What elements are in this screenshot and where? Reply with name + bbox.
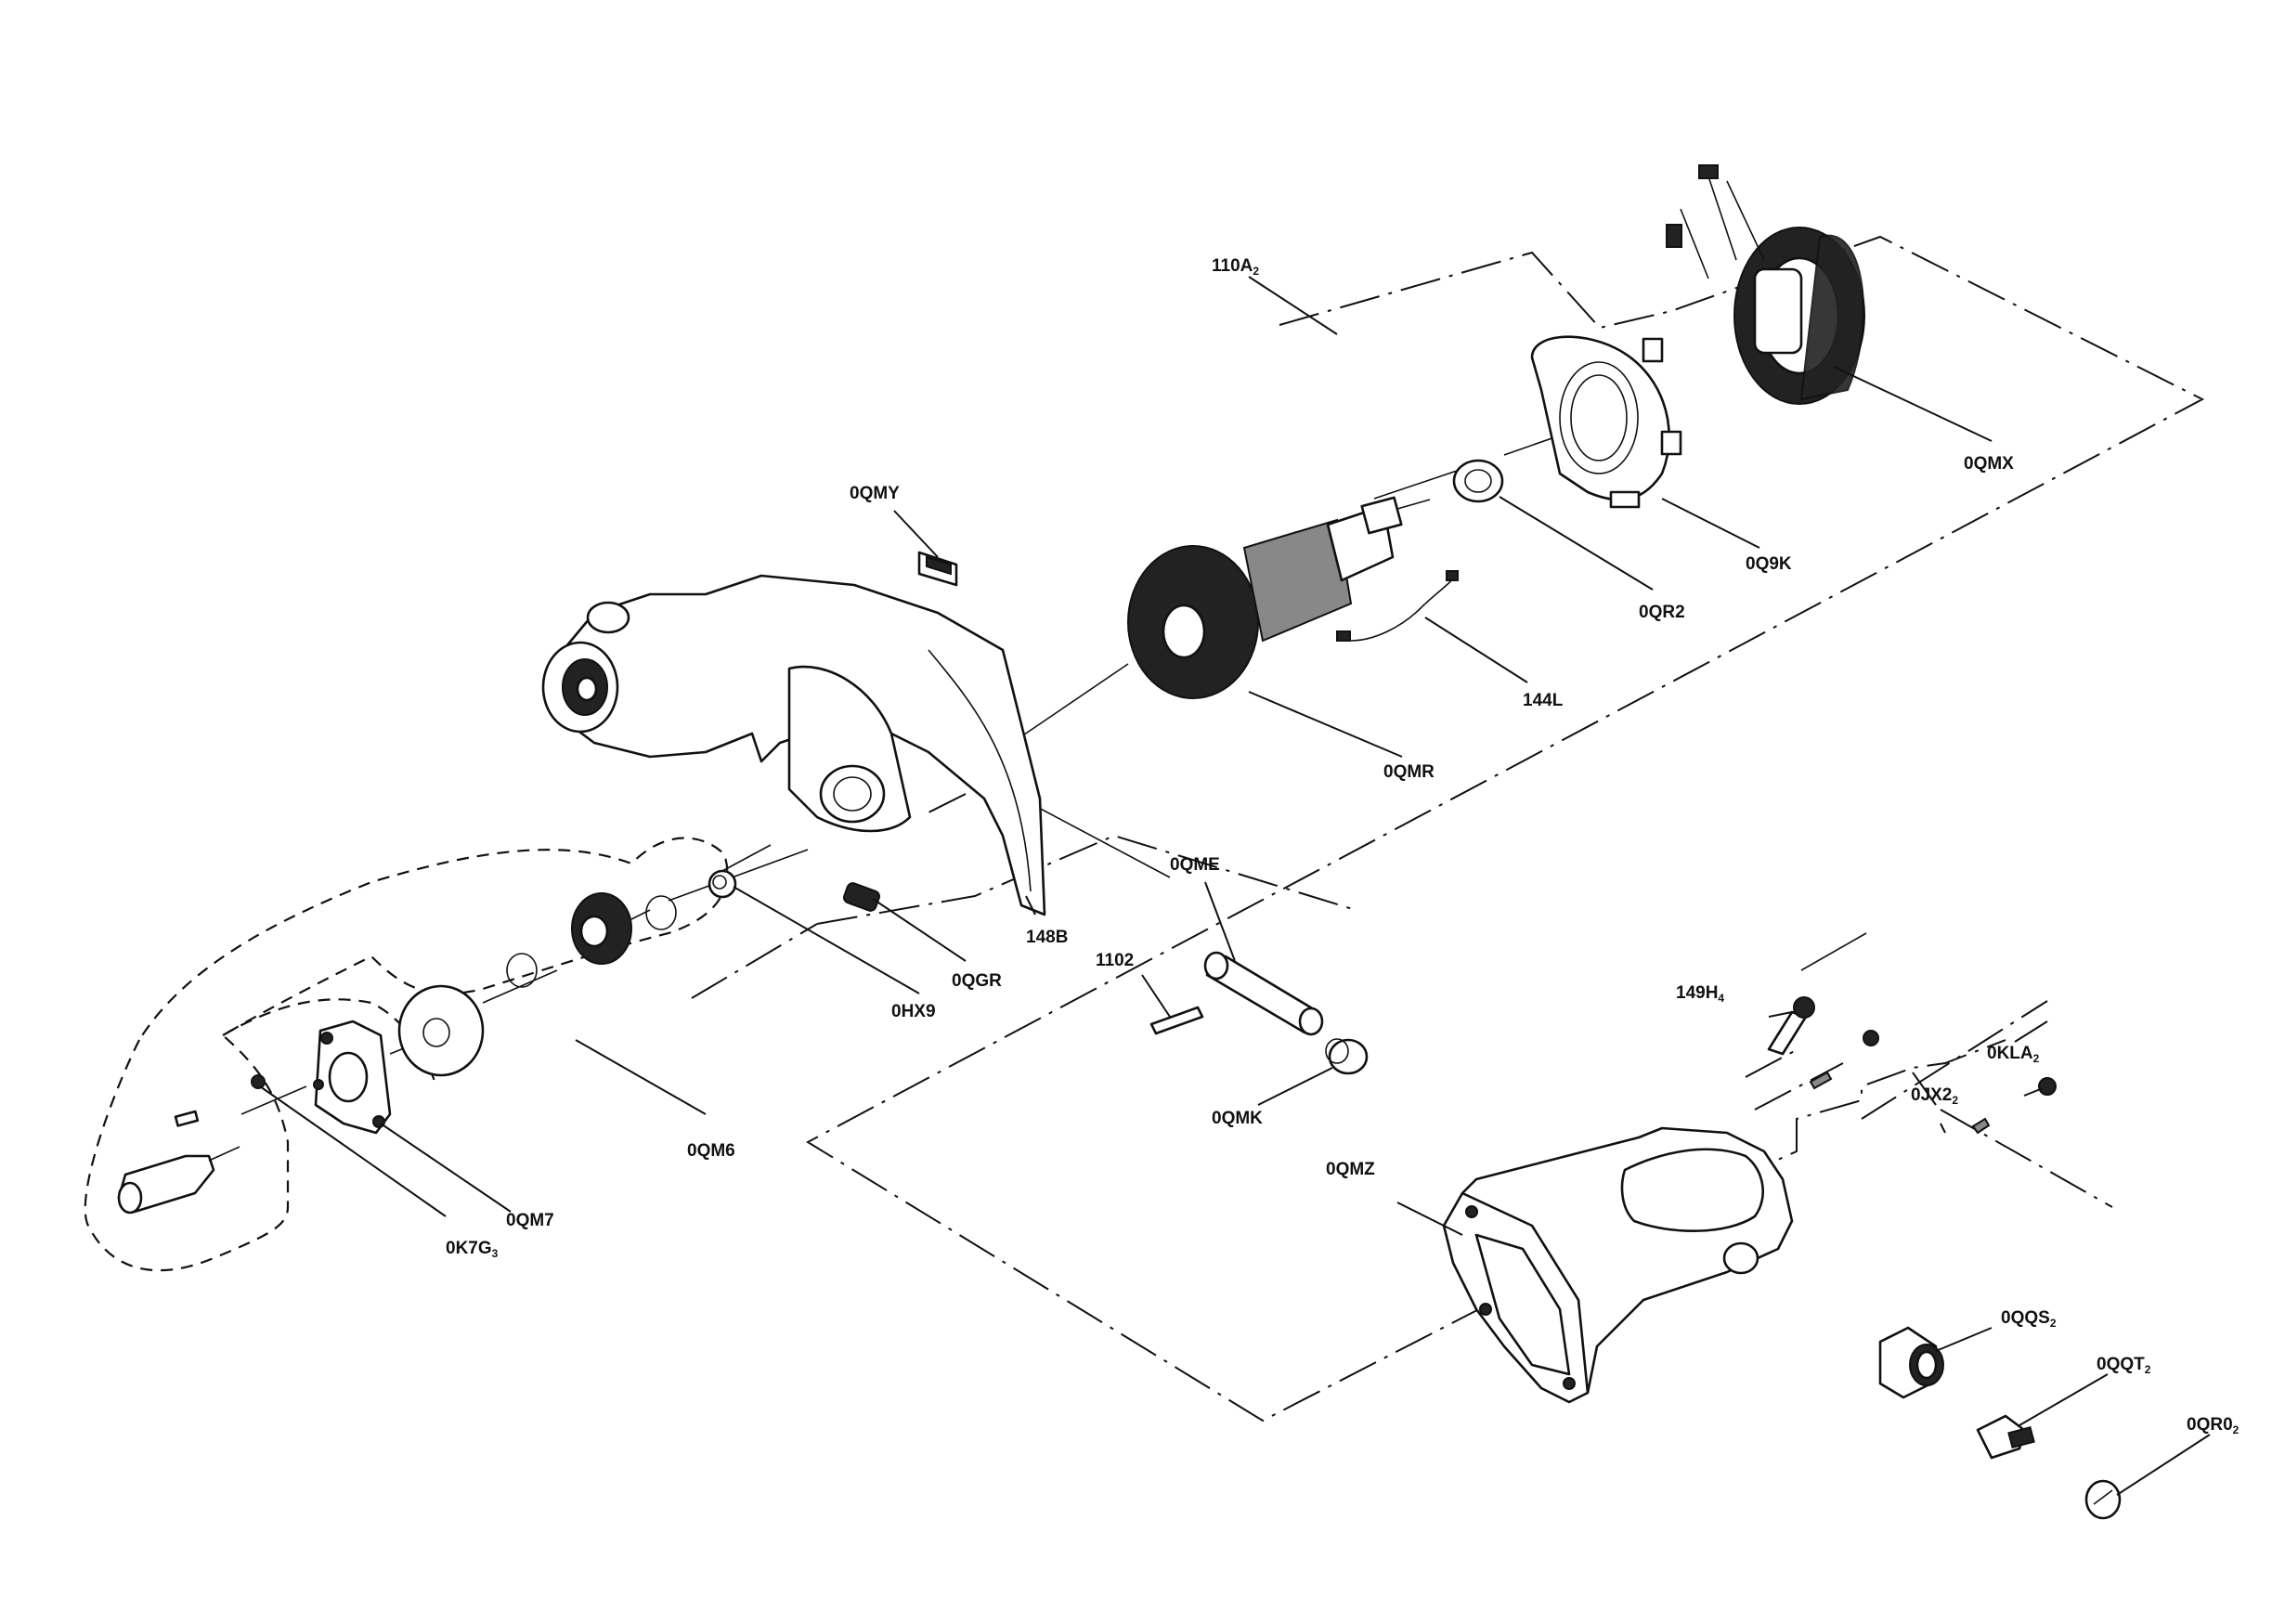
label-0QMR: 0QMR — [1383, 762, 1435, 782]
blade-guard-housing-part — [541, 574, 1046, 916]
label-0QM6: 0QM6 — [687, 1141, 735, 1161]
label-0K7G3: 0K7G3 — [446, 1239, 499, 1260]
label-149H4: 149H4 — [1676, 983, 1724, 1005]
field-coil-part — [1666, 164, 1865, 405]
label-0QMK: 0QMK — [1212, 1109, 1263, 1128]
wire-lead-part — [1336, 570, 1459, 642]
label-0QMY: 0QMY — [850, 484, 900, 503]
carbon-brush-part — [917, 551, 958, 587]
spindle-part — [117, 1074, 266, 1215]
label-1102: 1102 — [1096, 951, 1134, 970]
label-0QMX: 0QMX — [1964, 454, 2014, 474]
gear-assembly-part — [397, 892, 677, 1077]
brush-components-part — [1878, 1326, 2122, 1520]
bearing-plate-part — [313, 1020, 392, 1135]
leader-lines — [259, 276, 2211, 1496]
label-0QME: 0QME — [1170, 855, 1220, 875]
label-0HX9: 0HX9 — [891, 1002, 936, 1021]
cap-part — [1325, 1038, 1369, 1075]
label-0QQT2: 0QQT2 — [2097, 1355, 2151, 1376]
label-0QQS2: 0QQS2 — [2001, 1308, 2057, 1330]
spring-part — [843, 882, 880, 912]
brush-holder-part — [1530, 335, 1682, 509]
shaft-part — [1203, 951, 1324, 1036]
label-0QM7: 0QM7 — [506, 1211, 554, 1230]
bearing-part — [1452, 459, 1504, 503]
label-110A2: 110A2 — [1212, 256, 1259, 278]
motor-housing-part — [1442, 1126, 1794, 1404]
screws-part — [1767, 996, 2057, 1135]
label-148B: 148B — [1026, 928, 1068, 947]
label-0QGR: 0QGR — [952, 971, 1002, 991]
part-labels: 110A2 0QMX 0Q9K 0QR2 144L 0QMR 0QMY 148B… — [446, 256, 2240, 1436]
armature-part — [1127, 496, 1431, 699]
label-0QR2: 0QR2 — [1639, 603, 1685, 622]
label-0Q9K: 0Q9K — [1746, 554, 1792, 574]
label-0QMZ: 0QMZ — [1326, 1160, 1375, 1179]
label-0KLA2: 0KLA2 — [1987, 1044, 2040, 1065]
shaft-lines — [240, 428, 1867, 1115]
label-0QR02: 0QR02 — [2187, 1415, 2240, 1436]
label-144L: 144L — [1523, 691, 1564, 710]
label-0JX22: 0JX22 — [1911, 1085, 1958, 1107]
pin-part — [1149, 1006, 1204, 1035]
bushing-part — [708, 869, 737, 899]
